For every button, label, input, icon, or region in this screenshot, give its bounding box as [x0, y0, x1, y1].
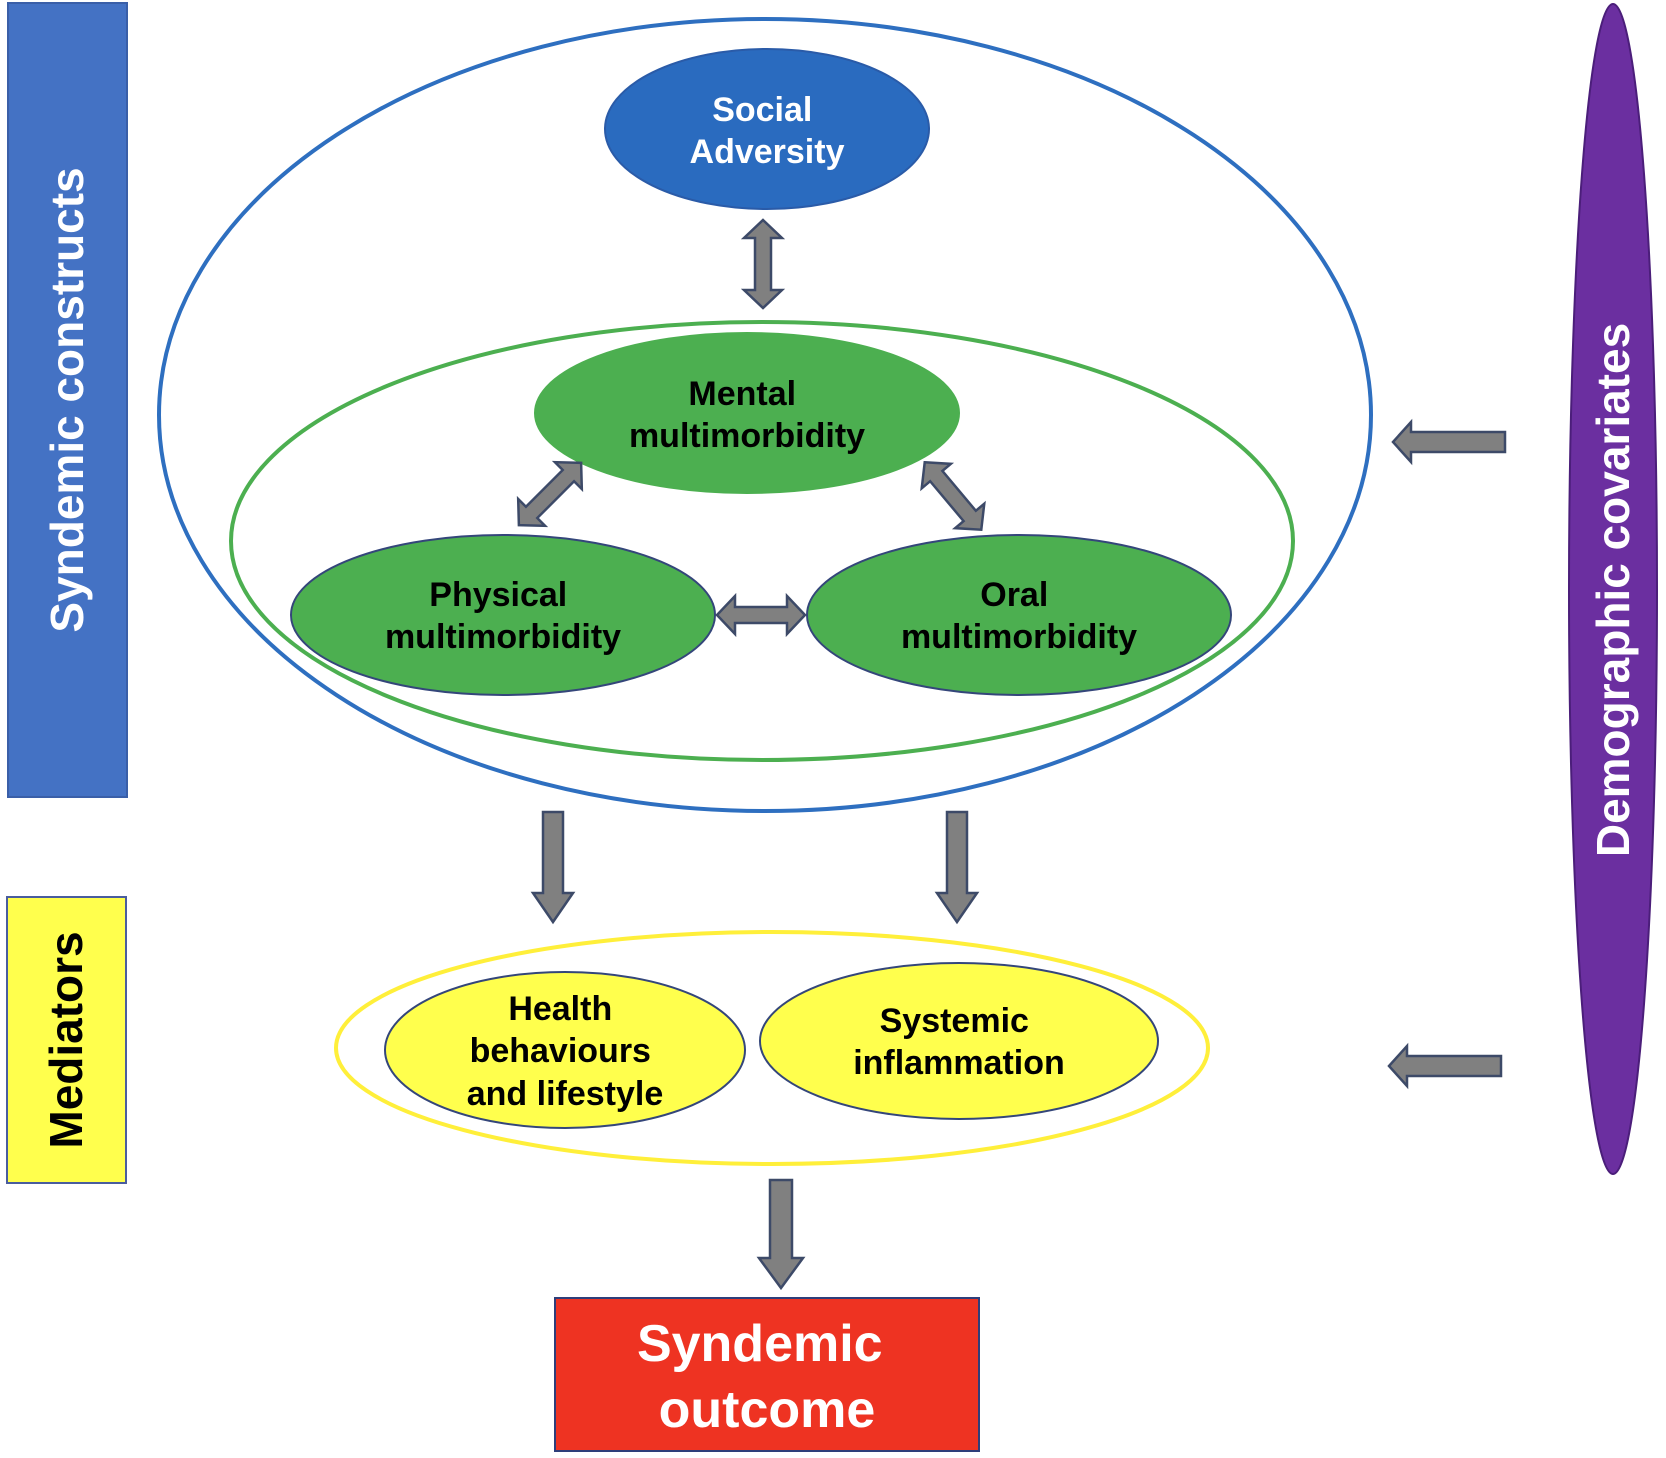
arrow-social-mental [742, 218, 784, 310]
inflammation-line2: inflammation [853, 1044, 1065, 1082]
oral-multimorbidity-node [806, 534, 1232, 696]
physical-line1: Physical [429, 576, 567, 614]
syndemic-constructs-bar [7, 2, 128, 798]
health-line3: and lifestyle [467, 1075, 664, 1113]
systemic-inflammation-node [759, 962, 1159, 1120]
social-adversity-line1: Social [712, 91, 812, 129]
oral-line2: multimorbidity [901, 618, 1137, 656]
mediators-label: Mediators [40, 931, 92, 1148]
health-behaviours-node [384, 971, 746, 1129]
oral-line1: Oral [980, 576, 1048, 614]
arrow-mental-physical [504, 448, 596, 540]
demographic-covariates-shape [1568, 3, 1658, 1175]
arrow-mediators-to-outcome [756, 1178, 806, 1291]
multimorbidity-ring [229, 320, 1295, 762]
social-adversity-node [604, 48, 930, 210]
arrow-covariates-to-mediators [1387, 1044, 1503, 1088]
social-adversity-line2: Adversity [690, 133, 845, 171]
social-adversity-label: Social Adversity [690, 91, 845, 171]
systemic-inflammation-label: Systemic inflammation [853, 1002, 1065, 1082]
arrow-constructs-to-health-behaviours [530, 810, 576, 925]
mental-line2: multimorbidity [629, 417, 865, 455]
physical-line2: multimorbidity [385, 618, 621, 656]
arrow-covariates-to-constructs [1391, 420, 1507, 464]
health-line2: behaviours [470, 1032, 651, 1070]
demographic-covariates-label: Demographic covariates [1587, 323, 1639, 857]
mediators-ring [334, 930, 1210, 1166]
health-line1: Health [508, 990, 612, 1028]
inflammation-line1: Systemic [880, 1002, 1029, 1040]
syndemic-constructs-ring [157, 17, 1373, 813]
outcome-line2: outcome [659, 1381, 876, 1439]
physical-multimorbidity-label: Physical multimorbidity [385, 576, 621, 656]
physical-multimorbidity-node [290, 534, 716, 696]
syndemic-constructs-label: Syndemic constructs [41, 167, 93, 632]
outcome-line1: Syndemic [637, 1315, 883, 1373]
health-behaviours-label: Health behaviours and lifestyle [467, 990, 664, 1113]
mental-line1: Mental [688, 375, 796, 413]
arrow-mental-oral [908, 448, 998, 544]
mental-multimorbidity-label: Mental multimorbidity [629, 375, 865, 455]
syndemic-outcome-box [554, 1297, 980, 1452]
arrow-physical-oral [715, 594, 807, 636]
mental-multimorbidity-node [534, 332, 960, 494]
arrow-constructs-to-inflammation [934, 810, 980, 925]
mediators-bar [6, 896, 127, 1184]
syndemic-outcome-label: Syndemic outcome [637, 1315, 897, 1439]
oral-multimorbidity-label: Oral multimorbidity [901, 576, 1137, 656]
